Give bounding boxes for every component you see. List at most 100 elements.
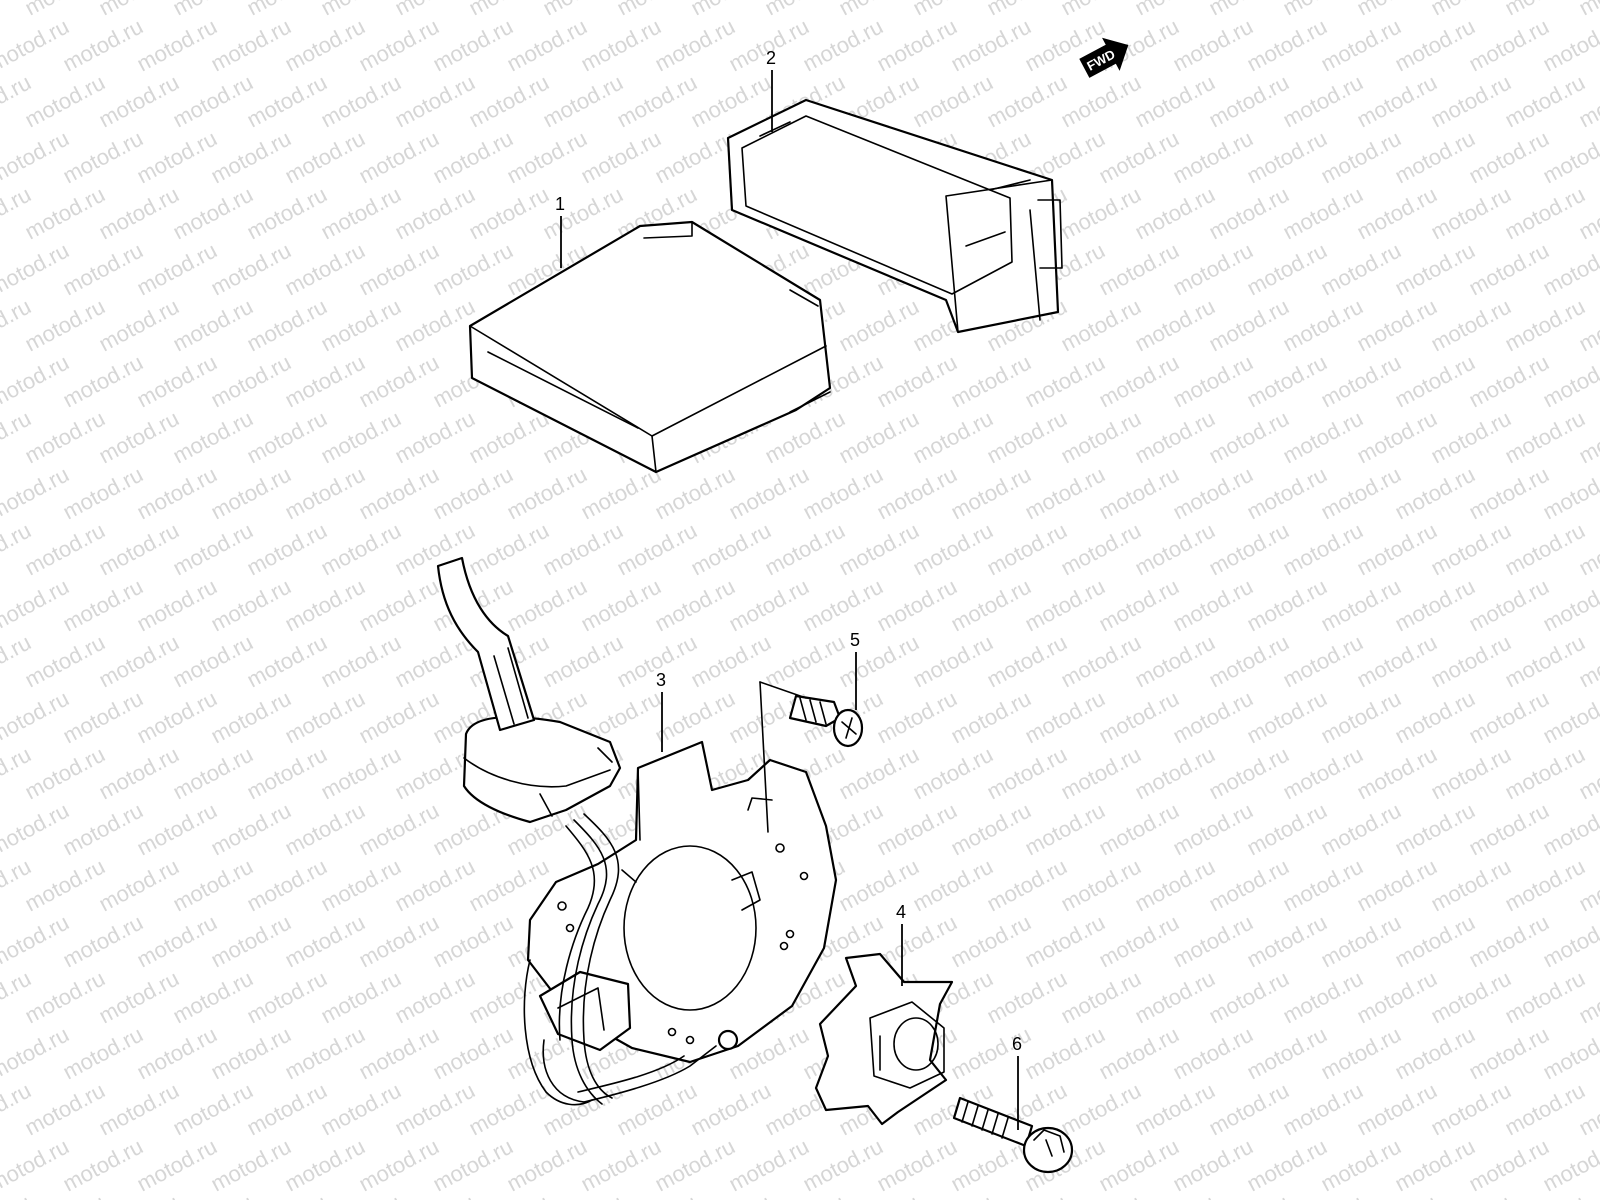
watermark-text: motod.ru [1539,14,1600,77]
watermark-text: motod.ru [169,182,257,245]
watermark-text: motod.ru [21,630,109,693]
watermark-text: motod.ru [1391,686,1479,749]
watermark-text: motod.ru [1391,126,1479,189]
watermark-text: motod.ru [761,518,849,581]
watermark-text: motod.ru [1131,742,1219,805]
watermark-text: motod.ru [1317,686,1405,749]
watermark-text: motod.ru [1057,630,1145,693]
watermark-text: motod.ru [391,1078,479,1141]
watermark-text: motod.ru [873,686,961,749]
watermark-text: motod.ru [835,406,923,469]
watermark-text: motod.ru [1501,294,1589,357]
watermark-text: motod.ru [1465,126,1553,189]
watermark-text: motod.ru [429,462,517,525]
watermark-text: motod.ru [1427,518,1515,581]
watermark-text: motod.ru [799,14,887,77]
callout-6: 6 [1012,1034,1022,1054]
watermark-text: motod.ru [59,574,147,637]
watermark-text: motod.ru [1317,1134,1405,1197]
watermark-text: motod.ru [539,630,627,693]
watermark-text: motod.ru [873,350,961,413]
watermark-text: motod.ru [1465,1022,1553,1085]
watermark-text: motod.ru [59,126,147,189]
watermark-text: motod.ru [133,910,221,973]
watermark-text: motod.ru [355,686,443,749]
watermark-text: motod.ru [281,14,369,77]
watermark-text: motod.ru [391,0,479,20]
watermark-text: motod.ru [539,1190,627,1200]
watermark-text: motod.ru [1131,406,1219,469]
watermark-text: motod.ru [59,462,147,525]
watermark-text: motod.ru [1021,350,1109,413]
watermark-text: motod.ru [317,0,405,20]
watermark-text: motod.ru [1317,462,1405,525]
watermark-text: motod.ru [909,406,997,469]
watermark-text: motod.ru [465,182,553,245]
watermark-text: motod.ru [1169,14,1257,77]
watermark-text: motod.ru [577,14,665,77]
watermark-text: motod.ru [465,406,553,469]
watermark-text: motod.ru [725,1134,813,1197]
watermark-text: motod.ru [1317,574,1405,637]
watermark-text: motod.ru [243,1190,331,1200]
watermark-text: motod.ru [133,350,221,413]
watermark-text: motod.ru [835,0,923,20]
callout-4: 4 [896,902,906,922]
watermark-text: motod.ru [1501,1190,1589,1200]
watermark-text: motod.ru [1279,630,1367,693]
watermark-text: motod.ru [429,910,517,973]
watermark-text: motod.ru [1205,1190,1293,1200]
watermark-text: motod.ru [429,1022,517,1085]
watermark-text: motod.ru [539,70,627,133]
part-1-control-unit [468,220,832,474]
watermark-text: motod.ru [1279,854,1367,917]
watermark-text: motod.ru [1317,798,1405,861]
callout-1: 1 [555,194,565,214]
watermark-text: motod.ru [1465,1134,1553,1197]
watermark-text: motod.ru [1057,966,1145,1029]
watermark-text: motod.ru [873,14,961,77]
watermark-text: motod.ru [21,742,109,805]
watermark-text: motod.ru [243,0,331,20]
watermark-text: motod.ru [835,742,923,805]
watermark-text: motod.ru [391,406,479,469]
watermark-text: motod.ru [1169,1022,1257,1085]
watermark-text: motod.ru [613,1078,701,1141]
watermark-text: motod.ru [133,238,221,301]
watermark-text: motod.ru [169,1078,257,1141]
watermark-text: motod.ru [1205,0,1293,20]
watermark-text: motod.ru [1539,1134,1600,1197]
watermark-text: motod.ru [21,1078,109,1141]
watermark-text: motod.ru [95,854,183,917]
watermark-text: motod.ru [983,630,1071,693]
watermark-text: motod.ru [281,798,369,861]
watermark-text: motod.ru [873,1134,961,1197]
watermark-text: motod.ru [317,182,405,245]
watermark-text: motod.ru [1095,686,1183,749]
watermark-text: motod.ru [355,238,443,301]
watermark-text: motod.ru [1021,462,1109,525]
watermark-text: motod.ru [1205,70,1293,133]
watermark-text: motod.ru [0,686,73,749]
watermark-text: motod.ru [577,574,665,637]
watermark-text: motod.ru [1539,910,1600,973]
watermark-text: motod.ru [465,1190,553,1200]
watermark-text: motod.ru [243,182,331,245]
watermark-text: motod.ru [1131,518,1219,581]
watermark-text: motod.ru [1427,742,1515,805]
watermark-text: motod.ru [1501,518,1589,581]
watermark-text: motod.ru [1317,1022,1405,1085]
watermark-text: motod.ru [1095,462,1183,525]
watermark-text: motod.ru [207,350,295,413]
watermark-text: motod.ru [873,798,961,861]
watermark-text: motod.ru [503,574,591,637]
watermark-text: motod.ru [1057,1078,1145,1141]
watermark-text: motod.ru [503,462,591,525]
watermark-text: motod.ru [1391,462,1479,525]
watermark-text: motod.ru [281,1022,369,1085]
watermark-text: motod.ru [465,70,553,133]
watermark-text: motod.ru [1131,70,1219,133]
watermark-text: motod.ru [1205,182,1293,245]
watermark-text: motod.ru [613,518,701,581]
